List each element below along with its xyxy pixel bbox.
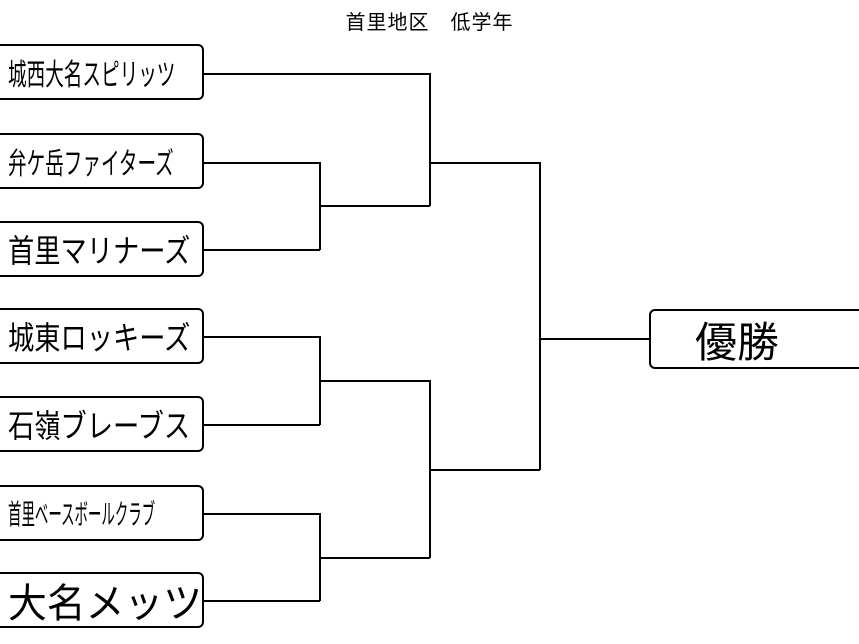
bracket-line-semi-1 bbox=[430, 162, 541, 470]
bracket-line-team-1 bbox=[204, 73, 431, 206]
team-name: 弁ケ岳ファイターズ bbox=[8, 147, 174, 182]
champion-box: 優勝 bbox=[649, 309, 859, 369]
team-name: 大名メッツ bbox=[8, 581, 202, 627]
bracket-line-team-6 bbox=[204, 513, 321, 601]
team-box-4: 城東ロッキーズ bbox=[0, 308, 204, 364]
champion-label: 優勝 bbox=[694, 317, 779, 367]
team-name: 首里ベースボールクラブ bbox=[8, 498, 156, 531]
team-box-1: 城西大名スピリッツ bbox=[0, 44, 204, 100]
team-box-3: 首里マリナーズ bbox=[0, 221, 204, 277]
team-box-5: 石嶺ブレーブス bbox=[0, 396, 204, 452]
team-box-2: 弁ケ岳ファイターズ bbox=[0, 133, 204, 189]
bracket-line-team-4 bbox=[204, 336, 321, 425]
team-name: 城東ロッキーズ bbox=[8, 319, 191, 357]
bracket-title: 首里地区 低学年 bbox=[345, 10, 514, 34]
team-name: 城西大名スピリッツ bbox=[8, 58, 176, 93]
bracket-line-match-4-5 bbox=[320, 380, 431, 558]
bracket-line-team-2 bbox=[204, 162, 321, 250]
team-name: 石嶺ブレーブス bbox=[8, 407, 191, 445]
team-box-6: 首里ベースボールクラブ bbox=[0, 485, 204, 541]
team-box-7: 大名メッツ bbox=[0, 572, 204, 628]
team-name: 首里マリナーズ bbox=[8, 232, 191, 270]
